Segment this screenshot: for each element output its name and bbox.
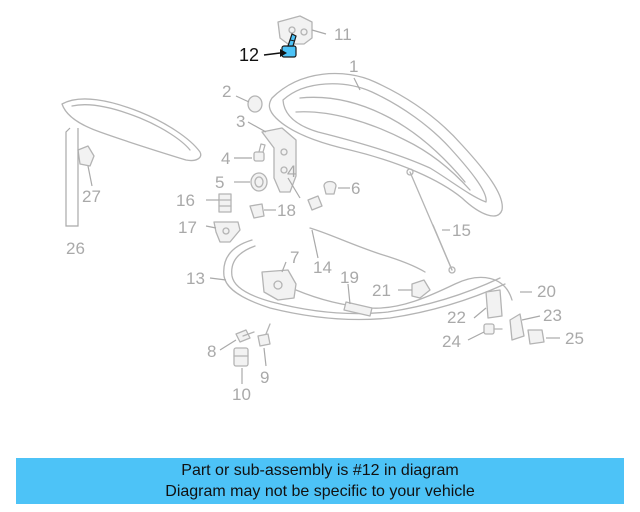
gas-strut-part-15[interactable] <box>406 168 456 274</box>
clip-part-6[interactable] <box>323 180 337 195</box>
label-part-3: 3 <box>236 112 245 131</box>
label-part-11: 11 <box>334 25 352 44</box>
clip-part-21[interactable] <box>411 279 431 299</box>
label-part-14: 14 <box>313 258 332 277</box>
screw-part-8[interactable] <box>235 329 255 343</box>
seal-part-13[interactable] <box>223 239 506 321</box>
label-part-19: 19 <box>340 268 359 287</box>
hood-panel[interactable] <box>268 72 503 217</box>
screw-part-9[interactable] <box>257 323 271 347</box>
clip-part-27[interactable] <box>77 145 95 167</box>
hood-insulator[interactable] <box>61 98 202 162</box>
bolt-part-4-lower[interactable] <box>307 195 323 211</box>
label-part-4a: 4 <box>221 149 230 168</box>
bracket-part-17[interactable] <box>213 221 241 243</box>
bolt-part-4[interactable] <box>253 143 266 162</box>
label-part-21: 21 <box>372 281 391 300</box>
label-part-26: 26 <box>66 239 85 258</box>
bumper-part-2[interactable] <box>247 95 263 113</box>
label-part-22: 22 <box>447 308 466 327</box>
label-part-15: 15 <box>452 221 471 240</box>
label-part-8: 8 <box>207 342 216 361</box>
hood-hinge[interactable] <box>261 127 297 193</box>
label-part-4b: 4 <box>287 162 296 181</box>
label-part-25: 25 <box>565 329 584 348</box>
bolt-part-24[interactable] <box>483 323 503 335</box>
label-part-6: 6 <box>351 179 360 198</box>
prop-rod-part-14[interactable] <box>309 227 426 273</box>
label-part-10: 10 <box>232 385 251 404</box>
banner-line-disclaimer: Diagram may not be specific to your vehi… <box>165 483 475 500</box>
release-handle-part-22[interactable] <box>485 289 503 319</box>
label-part-24: 24 <box>442 332 461 351</box>
parts-diagram: 11 12 1 2 3 4 4 5 6 16 17 18 7 14 15 13 … <box>61 15 584 404</box>
release-cable-part-19[interactable] <box>295 276 513 317</box>
label-part-27: 27 <box>82 187 101 206</box>
bushing-part-5[interactable] <box>250 172 268 192</box>
nut-part-10[interactable] <box>233 347 249 367</box>
leader-lines <box>65 29 560 384</box>
info-banner: Part or sub-assembly is #12 in diagram D… <box>16 458 624 504</box>
label-part-17: 17 <box>178 218 197 237</box>
label-part-5: 5 <box>215 173 224 192</box>
grommet-part-18[interactable] <box>249 203 265 219</box>
clip-part-25[interactable] <box>527 329 545 345</box>
label-part-1: 1 <box>349 57 358 76</box>
label-part-16: 16 <box>176 191 195 210</box>
label-part-2: 2 <box>222 82 231 101</box>
label-part-7: 7 <box>290 248 299 267</box>
label-part-13: 13 <box>186 269 205 288</box>
label-part-9: 9 <box>260 368 269 387</box>
leader-12 <box>263 49 287 57</box>
label-part-20: 20 <box>537 282 556 301</box>
hood-hinge-upper[interactable] <box>277 15 313 45</box>
bracket-part-23[interactable] <box>509 313 525 341</box>
label-part-12[interactable]: 12 <box>239 45 259 65</box>
banner-line-part: Part or sub-assembly is #12 in diagram <box>181 462 459 479</box>
label-part-18: 18 <box>277 201 296 220</box>
bumper-part-16[interactable] <box>218 193 232 213</box>
label-part-23: 23 <box>543 306 562 325</box>
latch-part-7[interactable] <box>261 269 297 301</box>
